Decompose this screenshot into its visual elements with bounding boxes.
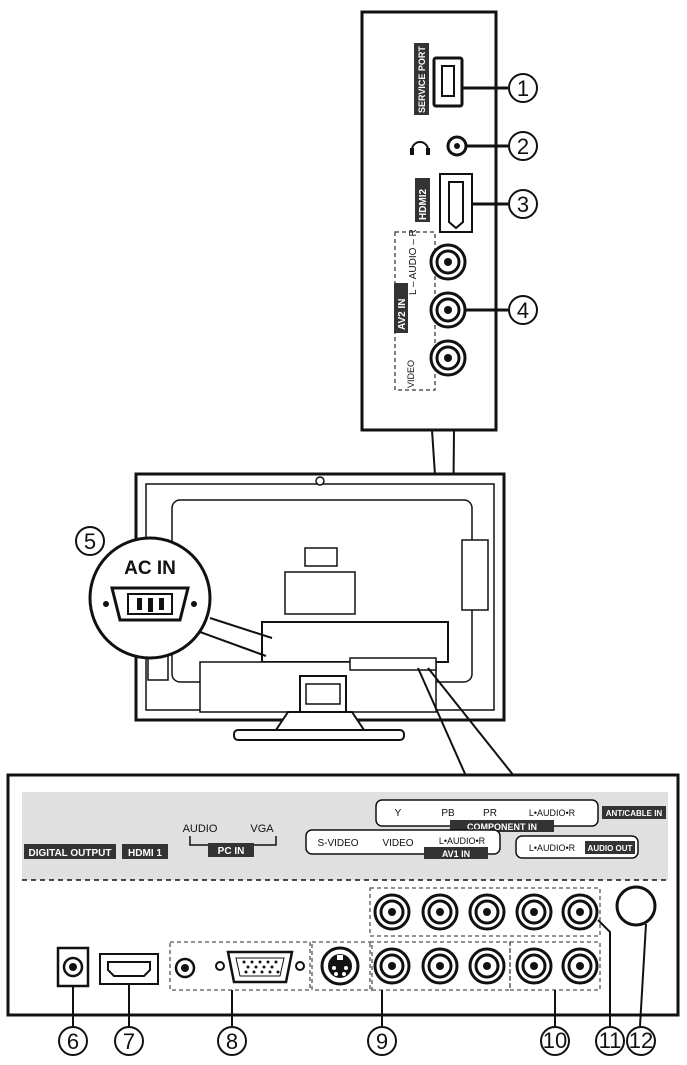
comp-y-label: Y [395, 808, 402, 819]
callout-8: 8 [217, 1026, 247, 1056]
av1-audio-r-jack [468, 947, 506, 985]
svg-text:2: 2 [517, 134, 529, 159]
svg-text:1: 1 [517, 76, 529, 101]
hdmi1-port-icon [99, 953, 159, 985]
av1-video-label: VIDEO [382, 838, 413, 849]
callout-11: 11 [595, 1026, 625, 1056]
svg-text:10: 10 [543, 1028, 567, 1053]
svg-text:7: 7 [123, 1029, 135, 1054]
pc-in-label: PC IN [218, 846, 245, 857]
audio-out-l-jack [515, 947, 553, 985]
pc-audio-label: AUDIO [183, 823, 218, 835]
ac-in-label: AC IN [124, 558, 176, 579]
callout-9: 9 [367, 1026, 397, 1056]
av2-in-label: AV2 IN [397, 299, 408, 331]
av1-audio-label: L•AUDIO•R [439, 836, 486, 846]
av1-video-jack [373, 947, 411, 985]
callout-6: 6 [58, 1026, 88, 1056]
service-port-label: SERVICE PORT [417, 46, 427, 113]
usb-port-icon [432, 56, 464, 108]
optical-output-port-icon [56, 946, 90, 988]
component-pb-jack [421, 893, 459, 931]
callout-10: 10 [540, 1026, 570, 1056]
bottom-panel: DIGITAL OUTPUT HDMI 1 AUDIO VGA PC IN Y … [6, 773, 680, 1056]
pc-vga-label: VGA [250, 823, 274, 835]
callout-3: 3 [508, 189, 538, 219]
callout-1: 1 [508, 73, 538, 103]
ac-in-callout: AC IN 5 [75, 526, 273, 660]
ant-cable-in-label: ANT/CABLE IN [606, 809, 663, 818]
av2-video-jack [429, 339, 467, 377]
av2-audio-label: L – AUDIO – R [408, 229, 419, 295]
side-panel: SERVICE PORT HDMI2 L – AUDIO – R AV2 [360, 10, 538, 641]
comp-pr-label: PR [483, 808, 497, 819]
callout-4: 4 [508, 295, 538, 325]
s-video-label: S-VIDEO [317, 838, 358, 849]
audio-out-label: AUDIO OUT [588, 844, 633, 853]
av2-audio-l-jack [429, 291, 467, 329]
hdmi2-label: HDMI2 [418, 188, 429, 220]
component-pr-jack [468, 893, 506, 931]
av2-video-label: VIDEO [406, 360, 416, 388]
callout-2: 2 [508, 131, 538, 161]
headphone-icon [410, 141, 430, 155]
component-y-jack [373, 893, 411, 931]
hdmi1-label: HDMI 1 [128, 848, 162, 859]
component-audio-r-jack [561, 893, 599, 931]
svg-text:12: 12 [629, 1028, 653, 1053]
antenna-input-icon [615, 885, 657, 927]
callout-7: 7 [114, 1026, 144, 1056]
component-audio-l-jack [515, 893, 553, 931]
vga-port-icon [215, 950, 305, 984]
headphone-jack [446, 135, 468, 157]
s-video-port-icon [320, 946, 360, 986]
pc-audio-jack [174, 957, 196, 979]
svg-text:5: 5 [84, 529, 96, 554]
svg-text:3: 3 [517, 192, 529, 217]
digital-output-label: DIGITAL OUTPUT [29, 848, 112, 859]
callout-12: 12 [626, 1026, 656, 1056]
av2-audio-r-jack [429, 243, 467, 281]
svg-text:8: 8 [226, 1029, 238, 1054]
component-in-label: COMPONENT IN [467, 822, 537, 832]
audio-out-r-jack [561, 947, 599, 985]
svg-text:4: 4 [517, 298, 529, 323]
svg-text:6: 6 [67, 1029, 79, 1054]
ac-power-socket-icon [103, 586, 197, 622]
av1-in-label: AV1 IN [442, 849, 470, 859]
comp-audio-label: L•AUDIO•R [529, 808, 576, 818]
svg-text:11: 11 [599, 1028, 622, 1053]
callout-5: 5 [75, 526, 105, 556]
hdmi2-port-icon [439, 173, 473, 233]
out-audio-label: L•AUDIO•R [529, 843, 576, 853]
comp-pb-label: PB [441, 808, 455, 819]
svg-text:9: 9 [376, 1029, 388, 1054]
av1-audio-l-jack [421, 947, 459, 985]
